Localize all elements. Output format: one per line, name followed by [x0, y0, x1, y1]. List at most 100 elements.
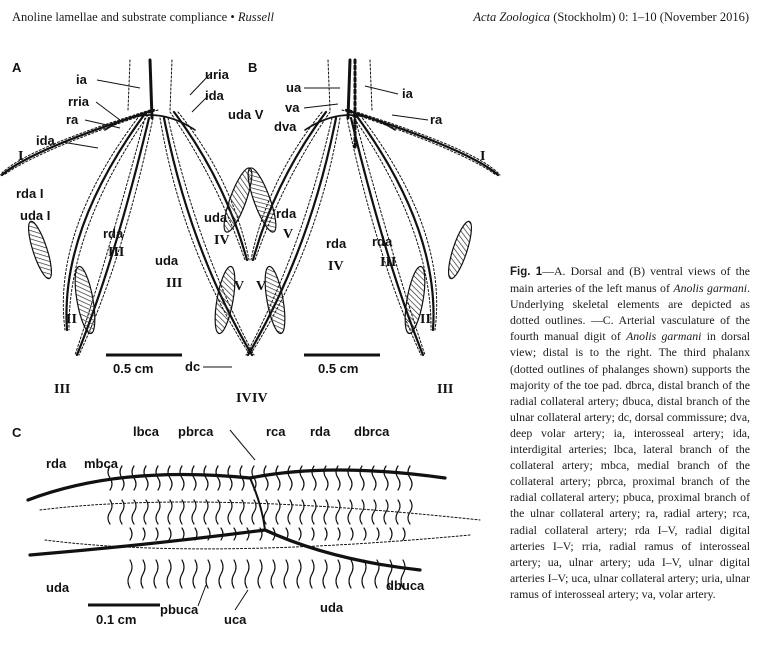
panel-c-capillary [376, 527, 380, 541]
panel-c-capillary [407, 499, 413, 525]
panel-b-label: II [420, 312, 431, 327]
leader-line [189, 73, 211, 96]
panel-c-label: pbuca [160, 602, 199, 617]
panel-c-capillary [239, 499, 245, 525]
panel-c-capillary [296, 559, 302, 589]
panel-b-label: III [380, 255, 396, 270]
panel-c-label: dbuca [386, 578, 425, 593]
panel-c-label: uda [320, 600, 344, 615]
panel-c-capillary [227, 499, 233, 525]
panel-c-capillary [179, 559, 185, 589]
journal-citation: Acta Zoologica (Stockholm) 0: 1–10 (Nove… [473, 10, 749, 24]
panel-c-capillary [347, 499, 353, 525]
panel-b-arch-artery [304, 114, 396, 131]
panel-a-digit-outline [68, 114, 149, 331]
panel-c-capillary [107, 465, 113, 491]
panel-b-pad-digit-IV [264, 265, 286, 335]
leader-line [84, 119, 121, 129]
panel-c-connecting-artery [249, 477, 266, 531]
panel-b-label: rda [372, 234, 393, 249]
caption-text-c: in dorsal view; distal is to the right. … [510, 329, 750, 601]
panel-b-label: IV [328, 259, 344, 274]
panel-c-capillary [167, 499, 173, 525]
panel-c-scale-label: 0.1 cm [96, 612, 136, 627]
panel-b-digital-artery [354, 113, 435, 332]
panel-c-capillary [324, 527, 328, 541]
panel-c-capillary [389, 527, 393, 541]
panel-c-phalanx-outline [39, 501, 481, 550]
panel-c-capillary [227, 465, 233, 491]
panel-a-label: uda [155, 253, 179, 268]
panel-c-capillary [153, 559, 159, 589]
panel-a-label: III [166, 276, 182, 291]
panel-c-capillary [244, 559, 250, 589]
panel-c-capillary [311, 499, 317, 525]
panel-b-label: ra [430, 112, 443, 127]
panel-b-label: va [285, 100, 300, 115]
panel-c-capillary [179, 499, 185, 525]
panel-c-capillary [347, 465, 353, 491]
panel-c-label: lbca [133, 424, 160, 439]
dc-label: dc [185, 359, 200, 374]
panel-c-capillary [275, 499, 281, 525]
panel-c-capillary [129, 527, 133, 541]
panel-b-label: III [437, 382, 453, 397]
leader-line [391, 114, 429, 121]
leader-line [229, 429, 256, 461]
panel-c-capillary [407, 465, 413, 491]
leader-line [96, 79, 141, 89]
panel-a-scale-label: 0.5 cm [113, 361, 153, 376]
panel-b-scale-label: 0.5 cm [318, 361, 358, 376]
panel-c-capillary [231, 559, 237, 589]
panel-c-capillary [168, 527, 172, 541]
panel-c-capillary [257, 559, 263, 589]
panel-a-pad-digit-IV [214, 265, 236, 335]
panel-c-capillary [287, 465, 293, 491]
panel-b-digit-outline [249, 117, 341, 356]
leader-line [61, 141, 99, 149]
leader-line [197, 584, 207, 607]
panel-c-label: mbca [84, 456, 119, 471]
panel-c-capillary [275, 465, 281, 491]
panel-a-digital-artery [172, 110, 249, 262]
panel-c-capillary [166, 559, 172, 589]
panel-c-capillary [203, 499, 209, 525]
panel-c-capillary [155, 465, 161, 491]
panel-a-label: V [234, 279, 244, 294]
anatomical-drawing [0, 58, 501, 589]
panel-c-capillary [323, 465, 329, 491]
panel-c-capillary [299, 465, 305, 491]
panel-b-pad-digit-V [247, 167, 277, 233]
figure-caption: Fig. 1—A. Dorsal and (B) ventral views o… [510, 263, 750, 602]
panel-a-digit-outline [74, 117, 146, 356]
leader-line [303, 103, 339, 109]
panel-c-capillary [337, 527, 341, 541]
panel-c-capillary [311, 527, 315, 541]
panel-c-capillary [246, 527, 250, 541]
panel-c-capillary [207, 527, 211, 541]
panel-b-label: V [256, 279, 266, 294]
panel-a-digit-outline [3, 109, 159, 176]
panel-b-label: ia [402, 86, 414, 101]
panel-c-label: dbrca [354, 424, 390, 439]
panel-c-capillary [298, 527, 302, 541]
panel-c-label: rca [266, 424, 286, 439]
panel-c-capillary [371, 465, 377, 491]
panel-c-capillary [400, 559, 406, 589]
panel-c-capillary [119, 499, 125, 525]
panel-c-lower-artery [28, 528, 422, 572]
panel-c-capillary [251, 499, 257, 525]
panel-b-digit-outline [245, 117, 333, 356]
panel-c-capillary [359, 499, 365, 525]
panel-a-main-artery [148, 58, 154, 120]
panel-a-label: ia [76, 72, 88, 87]
panel-c-label: uca [224, 612, 247, 627]
panel-a-digit-outline [0, 109, 151, 176]
caption-text-a: —A. Dorsal and (B) ventral views of the … [510, 264, 750, 296]
panel-b-digital-artery [246, 116, 338, 357]
panel-c-capillary [361, 559, 367, 589]
panel-a-letter: A [12, 60, 22, 75]
panel-c-capillary [127, 559, 133, 589]
panel-a-pad-digit-III [74, 265, 96, 335]
